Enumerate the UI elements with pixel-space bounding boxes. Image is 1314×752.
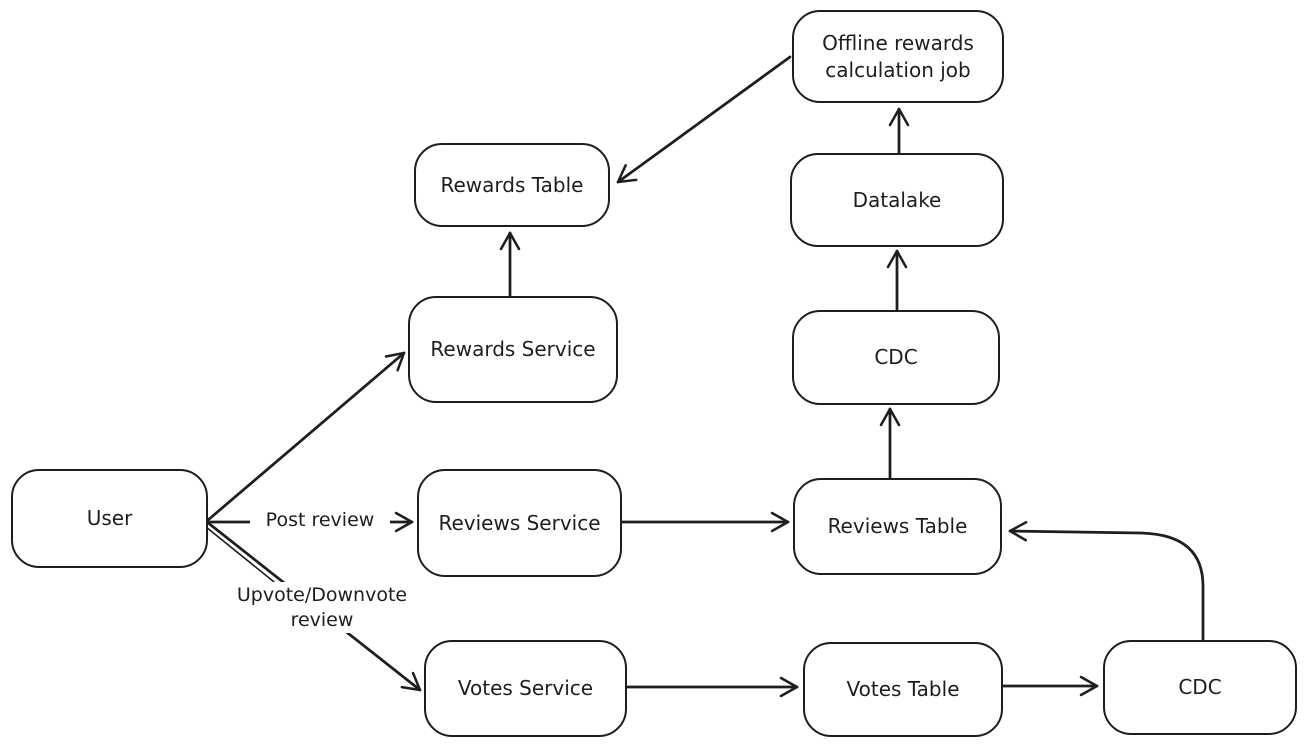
node-user-label: User — [86, 506, 133, 530]
node-datalake: Datalake — [790, 153, 1004, 247]
edge-user-to-votes-service-sketch-line — [205, 526, 285, 591]
node-votes-table-label: Votes Table — [846, 677, 960, 701]
edge-label-post-review: Post review — [250, 507, 390, 534]
node-reviews-service: Reviews Service — [417, 469, 622, 577]
edge-offline-rewards-job-to-rewards-table — [616, 55, 792, 184]
node-cdc-upper: CDC — [792, 310, 1000, 405]
node-cdc-lower-label: CDC — [1178, 675, 1222, 699]
node-reviews-table-label: Reviews Table — [827, 514, 968, 538]
node-votes-service-label: Votes Service — [457, 676, 594, 700]
edge-label-upvote-downvote-review: Upvote/Downvote review — [222, 582, 422, 634]
node-rewards-table-label: Rewards Table — [440, 172, 584, 197]
node-cdc-upper-label: CDC — [874, 345, 918, 369]
node-cdc-lower: CDC — [1103, 640, 1297, 735]
node-rewards-table: Rewards Table — [414, 143, 610, 227]
node-reviews-service-label: Reviews Service — [438, 510, 601, 535]
node-offline-rewards-job-label: Offline rewards calculation job — [822, 30, 974, 82]
node-user: User — [11, 469, 208, 568]
node-datalake-label: Datalake — [852, 187, 942, 212]
node-reviews-table: Reviews Table — [793, 478, 1002, 575]
edge-cdc-lower-to-reviews-table — [1008, 520, 1205, 642]
node-rewards-service: Rewards Service — [408, 296, 618, 403]
node-votes-table: Votes Table — [803, 642, 1003, 737]
node-rewards-service-label: Rewards Service — [430, 337, 596, 361]
node-votes-service: Votes Service — [424, 640, 627, 737]
node-offline-rewards-job: Offline rewards calculation job — [792, 10, 1004, 103]
edge-user-to-rewards-service — [206, 351, 406, 522]
